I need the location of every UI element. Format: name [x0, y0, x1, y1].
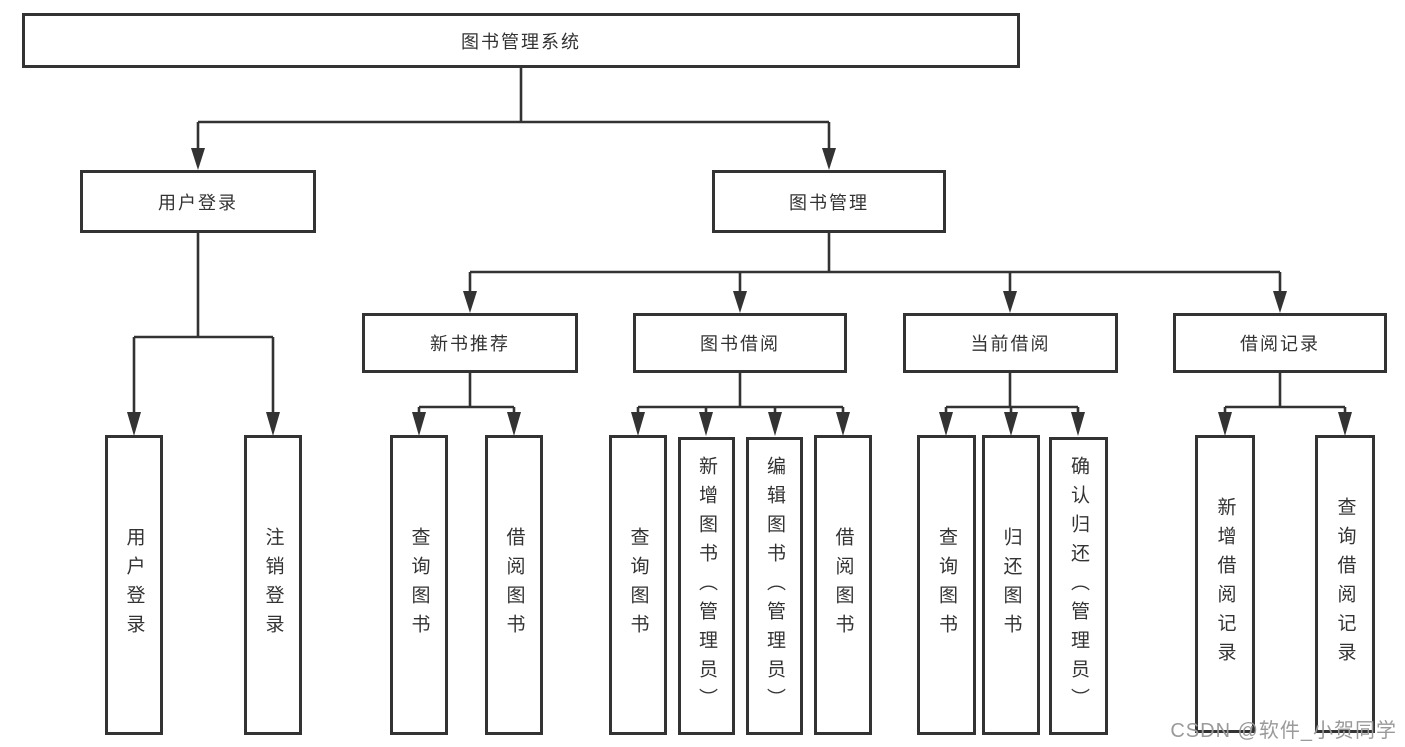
leaf-edit-books-admin: 编辑图书（管理员） [746, 437, 803, 735]
leaf-logout: 注销登录 [244, 435, 302, 735]
csdn-watermark: CSDN @软件_小贺同学 [1170, 720, 1397, 742]
node-new-book-recommend: 新书推荐 [362, 313, 578, 373]
arrowheads [127, 148, 1352, 436]
leaf-confirm-return-admin: 确认归还（管理员） [1049, 437, 1108, 735]
node-book-borrow: 图书借阅 [633, 313, 847, 373]
node-book-management: 图书管理 [712, 170, 946, 233]
leaf-query-borrow-record: 查询借阅记录 [1315, 435, 1375, 733]
leaf-add-books-admin: 新增图书（管理员） [678, 437, 735, 735]
leaf-add-borrow-record: 新增借阅记录 [1195, 435, 1255, 733]
node-current-borrow: 当前借阅 [903, 313, 1118, 373]
node-borrow-records: 借阅记录 [1173, 313, 1387, 373]
node-user-login: 用户登录 [80, 170, 316, 233]
leaf-borrow-books: 借阅图书 [814, 435, 872, 735]
leaf-query-books-borrow: 查询图书 [609, 435, 667, 735]
leaf-user-login: 用户登录 [105, 435, 163, 735]
leaf-query-books-current: 查询图书 [917, 435, 976, 735]
leaf-borrow-books-recommend: 借阅图书 [485, 435, 543, 735]
leaf-return-books: 归还图书 [982, 435, 1040, 735]
leaf-query-books-recommend: 查询图书 [390, 435, 448, 735]
node-root-library-system: 图书管理系统 [22, 13, 1020, 68]
